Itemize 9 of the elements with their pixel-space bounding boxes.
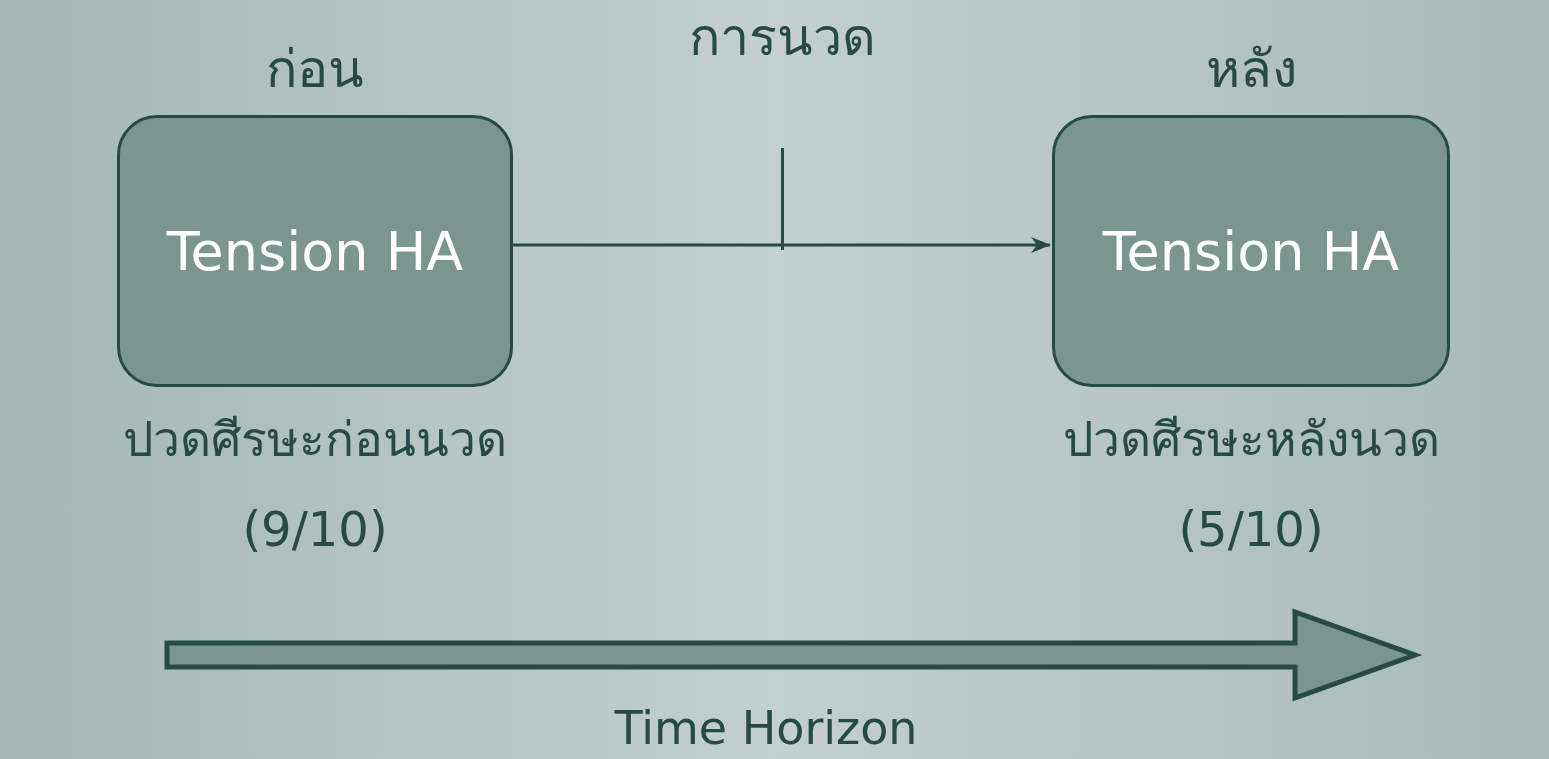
node-label: ปวดศีรษะก่อนนวด (9/10) [122, 410, 508, 559]
box-text: Tension HA [166, 218, 464, 285]
axis-label: Time Horizon [614, 700, 918, 756]
box-heading: ก่อน [266, 38, 364, 101]
box-heading: หลัง [1205, 38, 1297, 101]
arrow [513, 237, 1051, 253]
edge-label: การนวด [689, 6, 876, 69]
box-text: Tension HA [1102, 218, 1400, 285]
node-label: ปวดศีรษะหลังนวด (5/10) [1061, 410, 1441, 559]
